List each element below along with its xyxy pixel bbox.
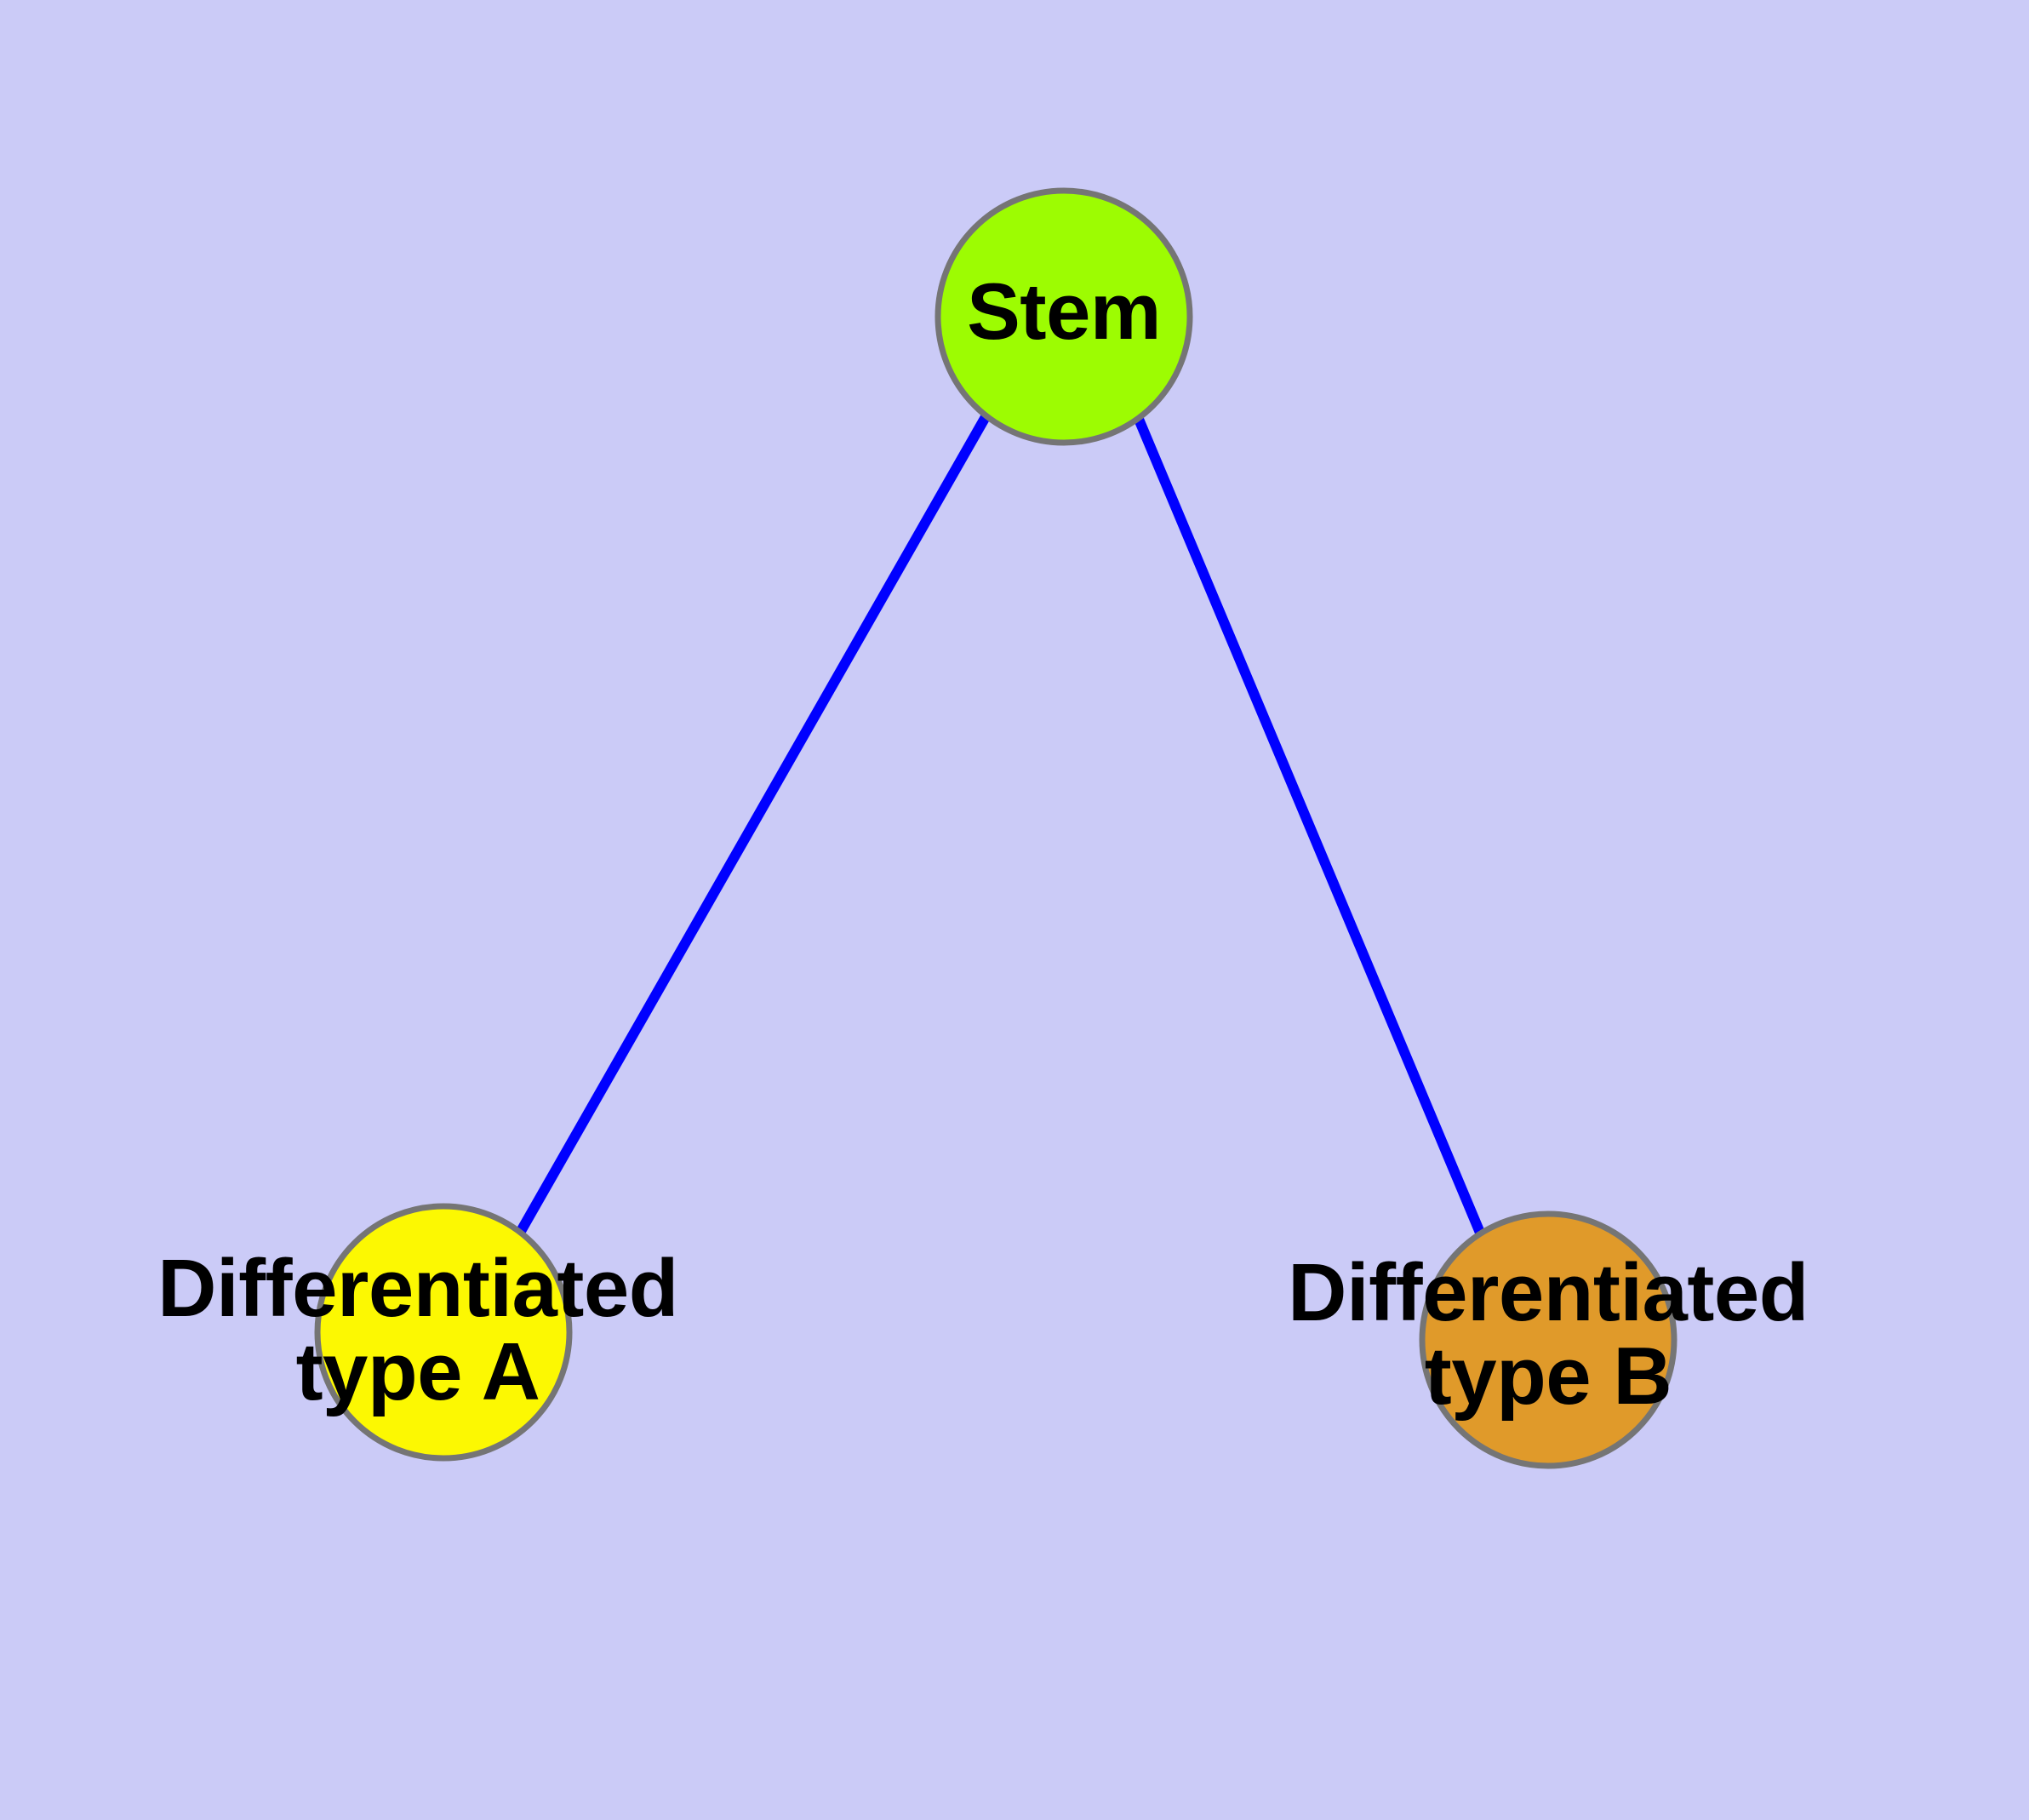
node-circle-differentiated-type-b[interactable] [1419, 1210, 1677, 1469]
edge-stem-to-diff-a [515, 413, 992, 1235]
node-circle-stem[interactable] [934, 187, 1193, 446]
node-circle-differentiated-type-a[interactable] [314, 1203, 573, 1462]
edge-layer [515, 413, 1485, 1235]
edge-stem-to-diff-b [1133, 415, 1485, 1235]
node-layer [314, 187, 1677, 1469]
